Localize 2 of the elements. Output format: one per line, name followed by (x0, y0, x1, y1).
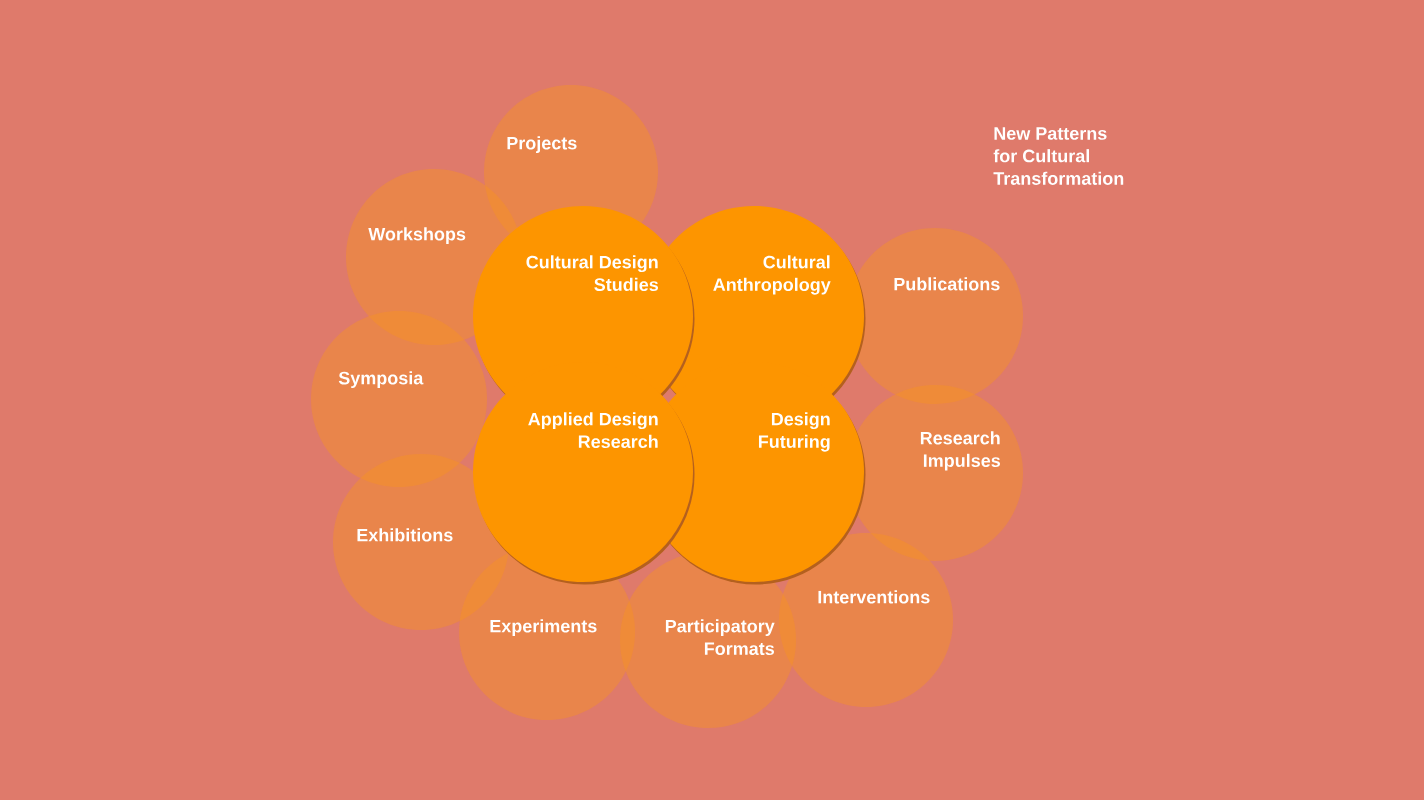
node-label: Cultural Anthropology (713, 255, 831, 295)
title: New Patterns for Cultural Transformation (993, 127, 1124, 185)
